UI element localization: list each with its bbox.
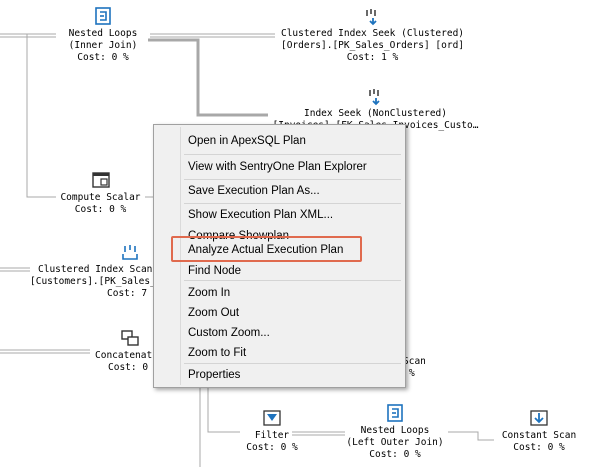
menu-separator xyxy=(184,154,401,155)
nested-loops-icon xyxy=(95,7,111,25)
node-subtitle: [Customers].[PK_Sales_ xyxy=(30,276,156,287)
node-cost: Cost: 0 % xyxy=(369,449,421,460)
node-title: Nested Loops xyxy=(360,425,430,436)
filter-node[interactable]: Filter Cost: 0 % xyxy=(237,408,307,454)
node-title: Nested Loops xyxy=(68,28,138,39)
clustered-index-seek-orders-node[interactable]: Clustered Index Seek (Clustered) [Orders… xyxy=(265,6,480,64)
node-subtitle: (Inner Join) xyxy=(68,40,138,51)
menu-icon-gutter xyxy=(180,127,181,385)
node-title: Scan xyxy=(403,356,426,367)
menu-item-zoom-to-fit[interactable]: Zoom to Fit xyxy=(188,347,247,359)
nested-loops-left-outer-join-node[interactable]: Nested Loops (Left Outer Join) Cost: 0 % xyxy=(340,403,450,461)
node-subtitle: (Left Outer Join) xyxy=(346,437,444,448)
node-title: Constant Scan xyxy=(501,430,577,441)
constant-scan-icon xyxy=(530,410,548,426)
highlight-annotation-box xyxy=(171,236,362,262)
node-title: Filter xyxy=(254,430,290,441)
menu-item-properties[interactable]: Properties xyxy=(188,369,241,381)
menu-separator xyxy=(184,203,401,204)
node-cost: Cost: 0 % xyxy=(513,442,565,453)
menu-item-save-execution-plan-as[interactable]: Save Execution Plan As... xyxy=(188,185,320,197)
menu-item-show-execution-plan-xml[interactable]: Show Execution Plan XML... xyxy=(188,209,334,221)
menu-item-custom-zoom[interactable]: Custom Zoom... xyxy=(188,327,270,339)
filter-icon xyxy=(263,410,281,426)
node-subtitle: [Orders].[PK_Sales_Orders] [ord] xyxy=(280,40,465,51)
index-scan-icon xyxy=(122,245,138,260)
constant-scan-node[interactable]: Constant Scan Cost: 0 % xyxy=(494,408,584,454)
compute-scalar-node[interactable]: Compute Scalar Cost: 0 % xyxy=(48,170,153,216)
node-title: Clustered Index Seek (Clustered) xyxy=(280,28,465,39)
node-cost: Cost: 1 % xyxy=(346,52,399,63)
context-menu: Open in ApexSQL Plan View with SentryOne… xyxy=(153,124,406,388)
menu-item-zoom-out[interactable]: Zoom Out xyxy=(188,307,240,319)
nested-loops-inner-join-node[interactable]: Nested Loops (Inner Join) Cost: 0 % xyxy=(53,6,153,64)
node-title: Compute Scalar xyxy=(60,192,141,203)
nested-loops-icon xyxy=(387,404,403,422)
node-title: Clustered Index Scan xyxy=(38,264,153,275)
index-seek-icon xyxy=(368,89,380,106)
concatenation-node[interactable]: Concatenat Cost: 0 xyxy=(95,328,175,374)
node-cost: Cost: 0 % xyxy=(77,52,129,63)
node-title: Concatenat xyxy=(95,350,153,361)
menu-separator xyxy=(184,363,401,364)
menu-item-view-with-sentryone[interactable]: View with SentryOne Plan Explorer xyxy=(188,161,367,173)
menu-item-zoom-in[interactable]: Zoom In xyxy=(188,287,231,299)
node-title: Index Seek (NonClustered) xyxy=(304,108,447,119)
menu-separator xyxy=(184,280,401,281)
menu-separator xyxy=(184,179,401,180)
concatenation-icon xyxy=(121,330,139,346)
node-cost: Cost: 0 % xyxy=(246,442,298,453)
index-seek-icon xyxy=(365,9,377,26)
node-cost: Cost: 0 % xyxy=(74,204,127,215)
hidden-scan-node[interactable]: Scan % xyxy=(403,356,443,380)
menu-item-open-in-apexsql-plan[interactable]: Open in ApexSQL Plan xyxy=(188,135,306,147)
compute-scalar-icon xyxy=(91,172,110,188)
node-cost: % xyxy=(409,368,415,379)
node-cost: Cost: 0 xyxy=(108,362,149,373)
clustered-index-scan-customers-node[interactable]: Clustered Index Scan [Customers].[PK_Sal… xyxy=(30,242,230,300)
menu-item-find-node[interactable]: Find Node xyxy=(188,265,242,277)
node-cost: Cost: 7 xyxy=(107,288,148,299)
menu-item-analyze-actual-execution-plan[interactable]: Analyze Actual Execution Plan xyxy=(188,244,344,256)
